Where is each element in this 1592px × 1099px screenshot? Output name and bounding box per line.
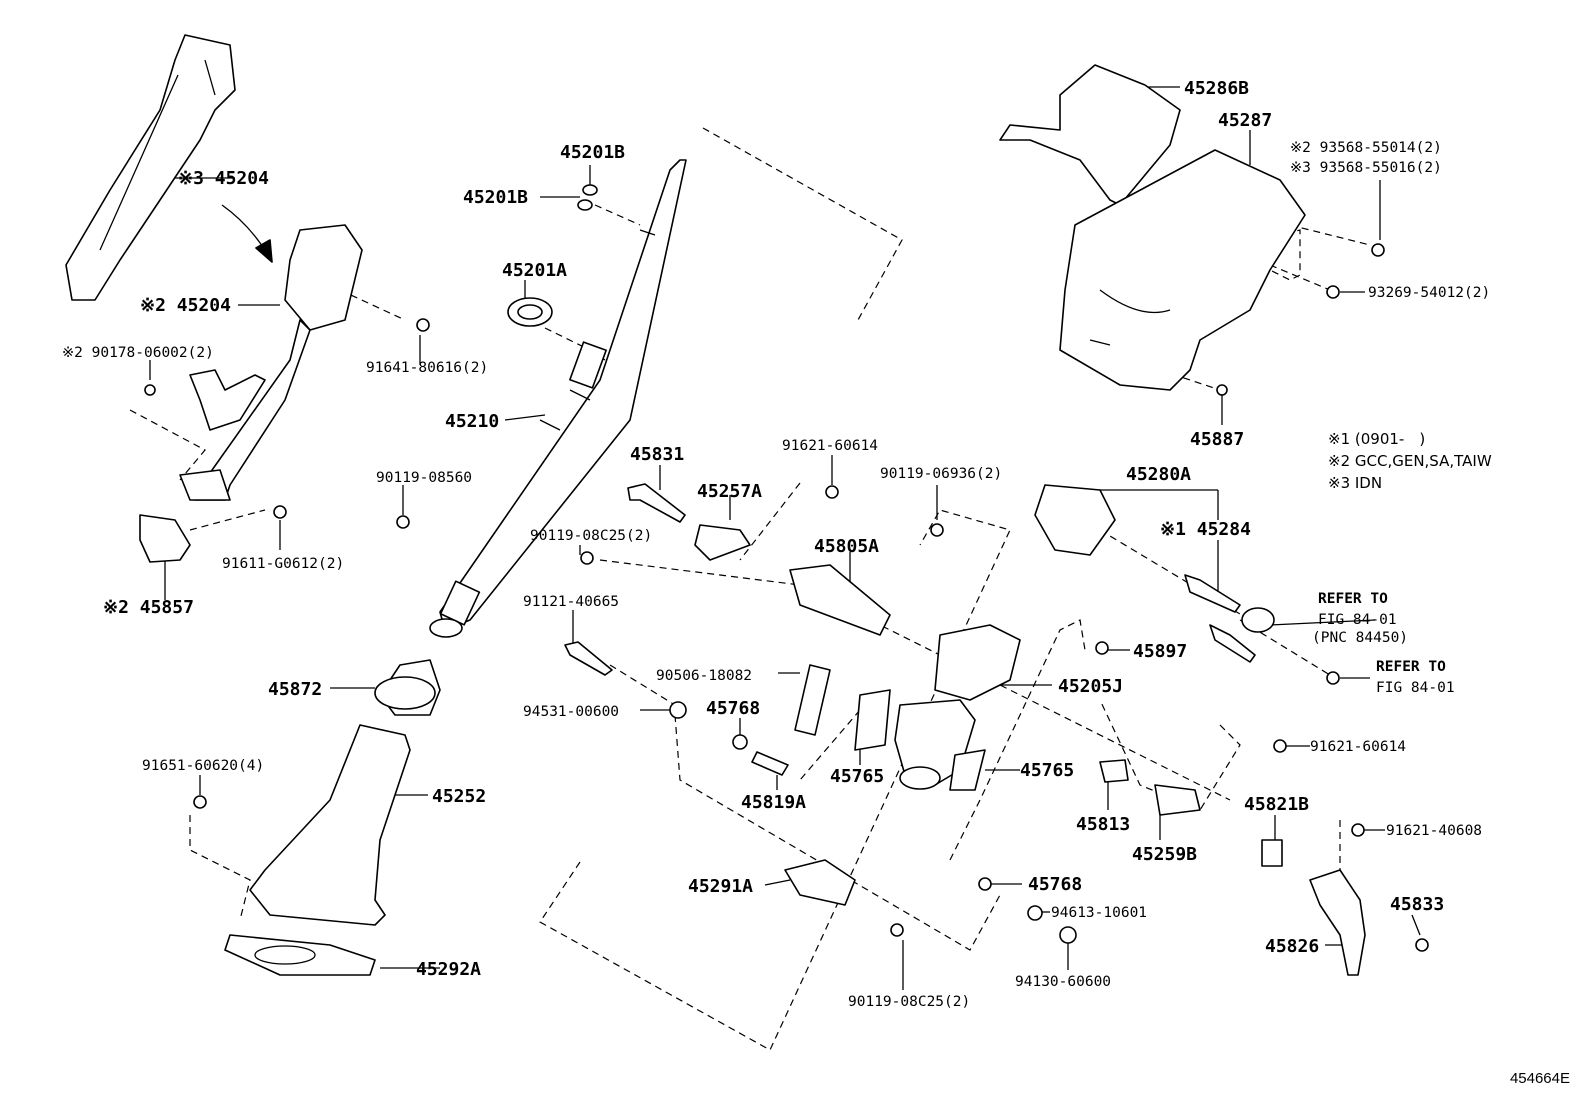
label-90178-06002: ※2 90178-06002(2) — [62, 345, 214, 361]
sleeve-45259B — [1154, 784, 1201, 816]
clip-45765-left — [854, 689, 891, 751]
lock-assembly-45280A — [1034, 484, 1116, 556]
switch-45284 — [1184, 574, 1241, 613]
bracket-45291A — [784, 859, 856, 906]
label-45765-left: 45765 — [830, 766, 884, 787]
label-45280a: 45280A — [1126, 464, 1191, 485]
label-45831: 45831 — [630, 444, 684, 465]
label-45252: 45252 — [432, 786, 486, 807]
label-45897: 45897 — [1133, 641, 1187, 662]
label-45887: 45887 — [1190, 429, 1244, 450]
bracket-45204-gcc — [284, 224, 363, 331]
part-shapes — [65, 34, 1429, 976]
label-93568-55014: ※2 93568-55014(2) — [1290, 140, 1442, 156]
lever-45826 — [1309, 869, 1366, 976]
label-45286b: 45286B — [1184, 78, 1249, 99]
label-90506-18082: 90506-18082 — [656, 668, 752, 684]
label-45201b-bottom: 45201B — [463, 187, 528, 208]
label-45287: 45287 — [1218, 110, 1272, 131]
cover-45286B — [999, 64, 1181, 206]
label-90119-08c25-bottom: 90119-08C25(2) — [848, 994, 970, 1010]
label-45765-right: 45765 — [1020, 760, 1074, 781]
label-refer-to-1: REFER TO — [1318, 591, 1388, 607]
label-45833: 45833 — [1390, 894, 1444, 915]
collar-45813 — [1099, 759, 1129, 783]
label-45768-lower: 45768 — [1028, 874, 1082, 895]
label-94613-10601: 94613-10601 — [1051, 905, 1147, 921]
note-2: ※2 GCC,GEN,SA,TAIW — [1328, 452, 1492, 470]
plate-45821B — [1261, 839, 1283, 867]
label-45872: 45872 — [268, 679, 322, 700]
label-45259b: 45259B — [1132, 844, 1197, 865]
label-45204-idn: ※3 45204 — [178, 168, 269, 189]
label-91621-60614-right: 91621-60614 — [1310, 739, 1406, 755]
label-90119-06936: 90119-06936(2) — [880, 466, 1002, 482]
note-1: ※1 (0901- ) — [1328, 430, 1425, 448]
label-91611-g0612: 91611-G0612(2) — [222, 556, 344, 572]
steering-shaft-45210 — [439, 159, 687, 631]
clip-45765-right — [949, 749, 986, 791]
label-45210: 45210 — [445, 411, 499, 432]
label-45201b-top: 45201B — [560, 142, 625, 163]
bracket-45857 — [139, 514, 191, 563]
label-91621-60614-top: 91621-60614 — [782, 438, 878, 454]
label-45292a: 45292A — [416, 959, 481, 980]
note-3: ※3 IDN — [1328, 474, 1382, 492]
label-94531-00600: 94531-00600 — [523, 704, 619, 720]
bolt-91121 — [564, 641, 613, 676]
label-91621-40608: 91621-40608 — [1386, 823, 1482, 839]
column-tube-45205J — [934, 624, 1021, 701]
label-91121-40665: 91121-40665 — [523, 594, 619, 610]
bracket-45204-idn — [65, 34, 236, 301]
label-91641-80616: 91641-80616(2) — [366, 360, 488, 376]
label-90119-08560: 90119-08560 — [376, 470, 472, 486]
figure-id: 454664E — [1509, 1070, 1570, 1087]
bolt-45831 — [627, 483, 686, 523]
label-45201a: 45201A — [502, 260, 567, 281]
label-45819a: 45819A — [741, 792, 806, 813]
label-45291a: 45291A — [688, 876, 753, 897]
part-labels: ※3 45204 ※2 45204 ※2 90178-06002(2) 9164… — [62, 78, 1490, 1010]
label-45826: 45826 — [1265, 936, 1319, 957]
sleeve-45257A — [694, 524, 751, 561]
cover-45287 — [1059, 149, 1306, 391]
spring-90506 — [794, 664, 831, 736]
label-45768-upper: 45768 — [706, 698, 760, 719]
label-93568-55016: ※3 93568-55016(2) — [1290, 160, 1442, 176]
bracket-45805A — [789, 564, 891, 636]
pin-45819A — [751, 751, 789, 776]
label-45857: ※2 45857 — [103, 597, 194, 618]
label-refer-fig-1: FIG 84-01 — [1318, 612, 1397, 628]
label-45821b: 45821B — [1244, 794, 1309, 815]
label-refer-fig-2: FIG 84-01 — [1376, 680, 1455, 696]
label-45257a: 45257A — [697, 481, 762, 502]
label-45205j: 45205J — [1058, 676, 1123, 697]
label-94130-60600: 94130-60600 — [1015, 974, 1111, 990]
label-45805a: 45805A — [814, 536, 879, 557]
label-90119-08c25-top: 90119-08C25(2) — [530, 528, 652, 544]
label-91651-60620: 91651-60620(4) — [142, 758, 264, 774]
cover-45252 — [249, 724, 411, 926]
label-45284: ※1 45284 — [1160, 519, 1251, 540]
gasket-45292A — [224, 934, 376, 976]
label-45204-gcc: ※2 45204 — [140, 295, 231, 316]
legend-notes: ※1 (0901- ) ※2 GCC,GEN,SA,TAIW ※3 IDN — [1328, 430, 1492, 492]
label-refer-to-2: REFER TO — [1376, 659, 1446, 675]
label-refer-pnc: (PNC 84450) — [1312, 630, 1408, 646]
label-45813: 45813 — [1076, 814, 1130, 835]
label-93269-54012: 93269-54012(2) — [1368, 285, 1490, 301]
